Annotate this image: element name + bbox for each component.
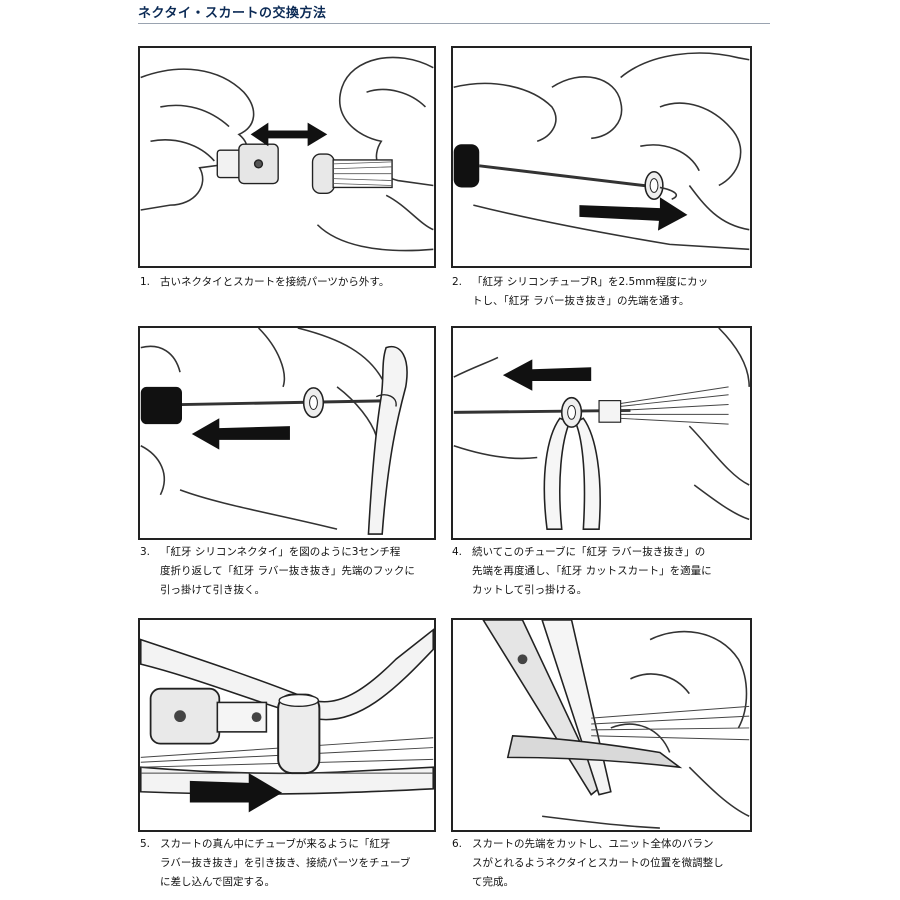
step-number: 1. [140,276,151,288]
page-title: ネクタイ・スカートの交換方法 [138,6,327,21]
step-text: スがとれるようネクタイとスカートの位置を微調整し [472,857,724,869]
step-text: スカートの先端をカットし、ユニット全体のバラン [472,838,714,850]
hands-detach-parts-drawing [140,56,434,252]
step-text: 度折り返して「紅牙 ラバー抜き抜き」先端のフックに [160,565,415,577]
step-text: トし、「紅牙 ラバー抜き抜き」の先端を通す。 [472,295,690,307]
step-1-illustration [138,46,436,268]
step-text: に差し込んで固定する。 [160,876,275,888]
step-text: 引っ掛けて引き抜く。 [160,584,265,596]
step-5-caption: 5. スカートの真ん中にチューブが来るように「紅牙 ラバー抜き抜き」を引き抜き、接… [140,835,410,892]
step-3-caption: 3. 「紅牙 シリコンネクタイ」を図のように3センチ程 度折り返して「紅牙 ラバー… [140,543,415,600]
step-2-illustration [451,46,752,268]
step-text: て完成。 [472,876,514,888]
hooking-necktie-drawing [140,328,408,535]
step-6-illustration [451,618,752,832]
step-number: 3. [140,546,151,558]
step-number: 5. [140,838,151,850]
step-4-illustration [451,326,752,540]
title-divider [138,23,770,24]
step-text: 「紅牙 シリコンチューブR」を2.5mm程度にカッ [472,276,709,288]
step-text: 「紅牙 シリコンネクタイ」を図のように3センチ程 [160,546,401,558]
step-text: 続いてこのチューブに「紅牙 ラバー抜き抜き」の [472,546,706,558]
step-text: カットして引っ掛ける。 [472,584,588,596]
step-3-illustration [138,326,436,540]
step-text: 先端を再度通し、「紅牙 カットスカート」を適量に [472,565,712,577]
step-text: 古いネクタイとスカートを接続パーツから外す。 [160,276,390,288]
step-number: 6. [452,838,463,850]
step-text: スカートの真ん中にチューブが来るように「紅牙 [160,838,391,850]
threading-tube-drawing [453,52,750,251]
hooking-skirt-drawing [453,328,750,530]
step-2-caption: 2. 「紅牙 シリコンチューブR」を2.5mm程度にカッ トし、「紅牙 ラバー抜き… [452,273,708,311]
cutting-skirt-drawing [482,620,750,829]
step-text: ラバー抜き抜き」を引き抜き、接続パーツをチューブ [160,857,411,869]
step-6-caption: 6. スカートの先端をカットし、ユニット全体のバラン スがとれるようネクタイとスカ… [452,835,724,892]
inserting-connector-drawing [140,628,434,813]
step-number: 4. [452,546,463,558]
step-4-caption: 4. 続いてこのチューブに「紅牙 ラバー抜き抜き」の 先端を再度通し、「紅牙 カッ… [452,543,712,600]
step-5-illustration [138,618,436,832]
step-number: 2. [452,276,463,288]
step-1-caption: 1. 古いネクタイとスカートを接続パーツから外す。 [140,273,389,292]
